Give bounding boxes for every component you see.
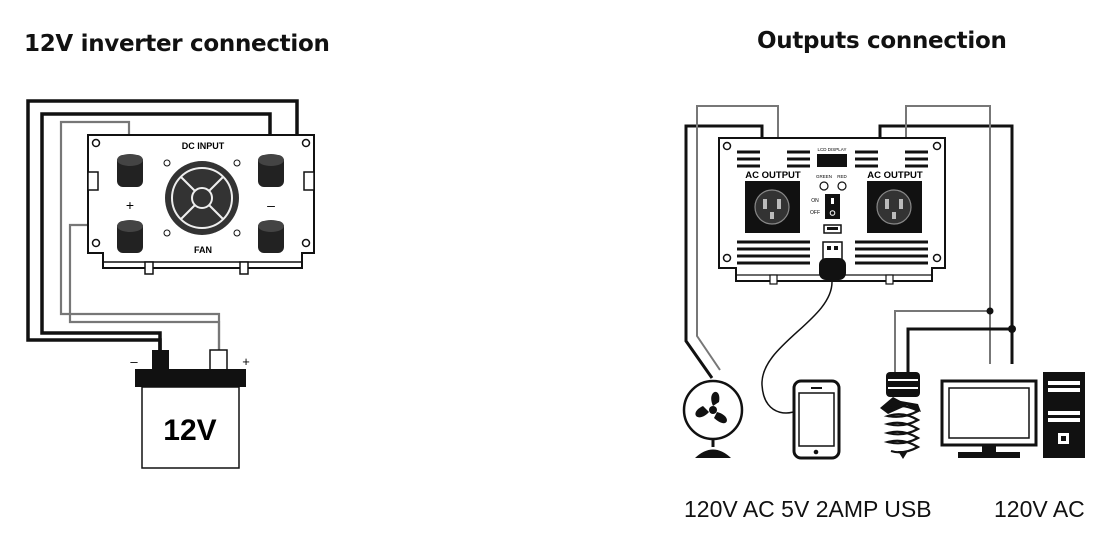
red-led (837, 181, 847, 191)
fan-icon (682, 379, 744, 458)
power-switch (825, 194, 840, 219)
terminal-positive-top (117, 154, 143, 187)
usb-plug-icon (819, 241, 846, 280)
smartphone-icon (792, 379, 841, 460)
lcd-display-label: LCD DISPLAY (818, 147, 847, 152)
green-led (819, 181, 829, 191)
terminal-positive-bottom (117, 220, 143, 253)
ac-output-label-right: AC OUTPUT (867, 170, 923, 181)
off-label: OFF (810, 210, 820, 216)
green-led-label: GREEN (816, 174, 832, 179)
on-label: ON (811, 198, 819, 204)
inverter-output-panel-icon: AC OUTPUT AC OUTPUT LCD DISPLAY GREEN RE… (718, 137, 946, 285)
computer-tower-icon (1043, 372, 1085, 458)
ac-outlet-left: AC OUTPUT (745, 170, 801, 233)
battery-icon: 12V – + (130, 349, 250, 469)
ac-output-label-left: AC OUTPUT (745, 170, 801, 181)
left-title: 12V inverter connection (24, 31, 330, 57)
ac-outlet-right: AC OUTPUT (867, 170, 923, 233)
lcd-display (817, 154, 847, 167)
plus-sign: + (126, 197, 134, 213)
minus-sign: – (267, 197, 275, 213)
cfl-bulb-icon (880, 372, 921, 459)
terminal-negative-top (258, 154, 284, 187)
inverter-panel-icon: DC INPUT FAN + – (87, 134, 315, 275)
battery-plus-sign: + (242, 354, 250, 369)
monitor-icon (940, 379, 1038, 458)
battery-voltage-label: 12V (163, 414, 216, 447)
fan-label: FAN (194, 245, 212, 255)
red-led-label: RED (837, 174, 847, 179)
caption-120v-ac-usb: 120V AC 5V 2AMP USB (684, 496, 932, 522)
dc-input-label: DC INPUT (182, 141, 225, 151)
right-title: Outputs connection (757, 28, 1007, 54)
terminal-negative-bottom (258, 220, 284, 253)
battery-minus-sign: – (130, 354, 138, 369)
cooling-fan-icon (163, 159, 241, 237)
caption-120v-ac: 120V AC (994, 496, 1085, 522)
